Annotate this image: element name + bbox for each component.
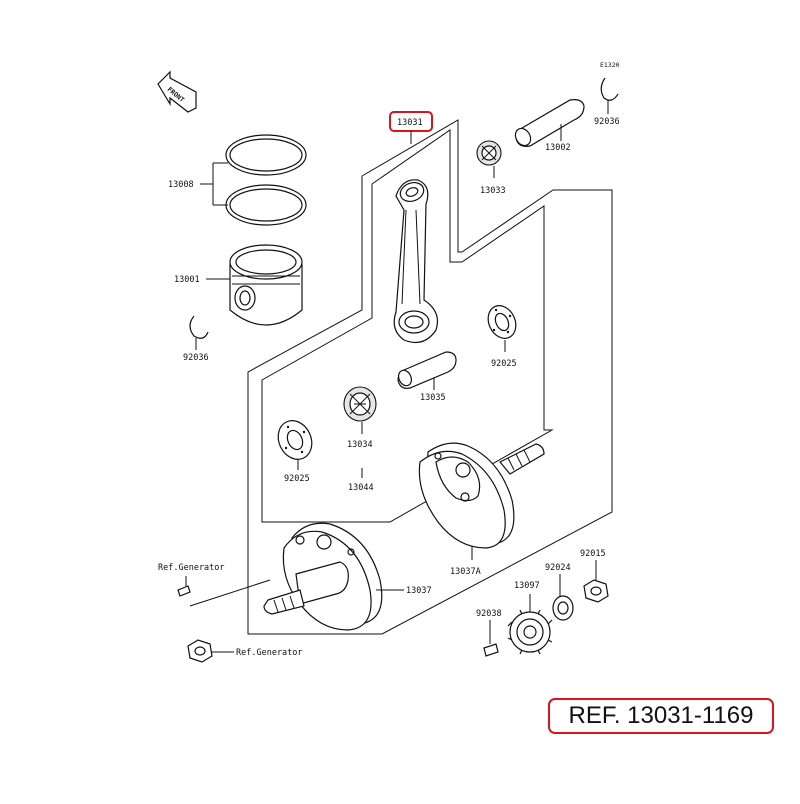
front-arrow-icon: FRONT — [157, 70, 197, 113]
label-ref-gen-bottom: Ref.Generator — [236, 648, 303, 658]
piston: 13001 — [174, 244, 303, 326]
label-rings: 13008 — [168, 180, 194, 190]
small-end-bearing: 13033 — [476, 140, 506, 196]
circlip-left: 92036 — [183, 315, 209, 363]
thrust-washer-right: 92025 — [487, 305, 517, 369]
label-crank-half: 13037 — [406, 586, 432, 596]
conrod-callout: 13031 — [389, 111, 433, 144]
label-conrod: 13031 — [397, 118, 423, 128]
label-ref-gen-top: Ref.Generator — [158, 563, 225, 573]
assembly-outline — [247, 119, 613, 635]
circlip-right: 92036 — [594, 77, 620, 127]
label-key-right: 92038 — [476, 609, 502, 619]
crank-half-a: 13037A — [418, 442, 545, 577]
label-nut: 92015 — [580, 549, 606, 559]
figure-code: E1320 — [600, 61, 620, 69]
label-pin: 13002 — [545, 143, 571, 153]
big-end-bearing: 13034 — [343, 386, 377, 450]
label-small-end-bearing: 13033 — [480, 186, 506, 196]
crank-assembly-label: 13044 — [348, 468, 374, 493]
label-big-end-bearing: 13034 — [347, 440, 373, 450]
piston-rings: 13008 — [168, 134, 307, 226]
label-clip-left: 92036 — [183, 353, 209, 363]
label-washer-right: 92025 — [491, 359, 517, 369]
connecting-rod — [393, 179, 439, 343]
ref-generator-bottom: Ref.Generator — [187, 639, 303, 663]
label-crank-half-a: 13037A — [450, 567, 481, 577]
reference-number: REF. 13031-1169 — [548, 698, 774, 734]
label-collar: 92024 — [545, 563, 571, 573]
label-clip-right: 92036 — [594, 117, 620, 127]
woodruff-key: 92038 — [476, 609, 502, 657]
crank-nut: 92015 — [580, 549, 609, 603]
gear: 13097 — [507, 581, 553, 655]
thrust-washer-left: 92025 — [277, 420, 313, 484]
piston-pin: 13002 — [514, 99, 585, 153]
label-washer-left: 92025 — [284, 474, 310, 484]
crank-pin: 13035 — [397, 351, 457, 403]
label-piston: 13001 — [174, 275, 200, 285]
collar: 92024 — [545, 563, 574, 621]
label-crankpin: 13035 — [420, 393, 446, 403]
label-crank-assy: 13044 — [348, 483, 374, 493]
ref-generator-top: Ref.Generator — [158, 563, 271, 607]
label-gear: 13097 — [514, 581, 540, 591]
crank-half: 13037 — [263, 522, 432, 631]
